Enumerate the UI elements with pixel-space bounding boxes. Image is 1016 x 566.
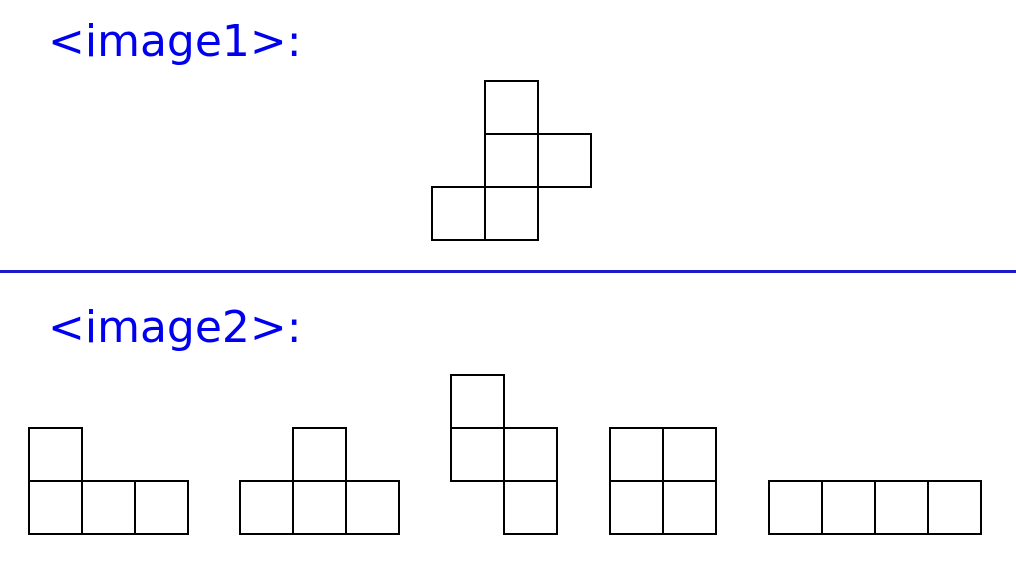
- piece-l-cell: [134, 480, 189, 535]
- piece-square-cell: [609, 427, 664, 482]
- piece-square-cell: [662, 480, 717, 535]
- piece-i-cell: [821, 480, 876, 535]
- piece-s: [450, 374, 558, 535]
- target-shape-cell: [484, 80, 539, 135]
- target-shape-cell: [484, 133, 539, 188]
- target-shape-cell: [431, 186, 486, 241]
- piece-square-cell: [662, 427, 717, 482]
- piece-l-cell: [28, 480, 83, 535]
- section-label-image1: <image1>:: [48, 16, 302, 67]
- piece-t-cell: [239, 480, 294, 535]
- piece-l-cell: [81, 480, 136, 535]
- piece-t: [239, 427, 400, 535]
- piece-i: [768, 480, 982, 535]
- piece-t-cell: [292, 427, 347, 482]
- target-shape-cell: [537, 133, 592, 188]
- piece-square: [609, 427, 717, 535]
- piece-l-cell: [28, 427, 83, 482]
- piece-i-cell: [927, 480, 982, 535]
- piece-t-cell: [292, 480, 347, 535]
- piece-i-cell: [874, 480, 929, 535]
- piece-s-cell: [450, 374, 505, 429]
- target-shape-group: [431, 80, 592, 241]
- piece-i-cell: [768, 480, 823, 535]
- piece-l: [28, 427, 189, 535]
- piece-s-cell: [450, 427, 505, 482]
- piece-square-cell: [609, 480, 664, 535]
- section-label-image2: <image2>:: [48, 302, 302, 353]
- piece-s-cell: [503, 480, 558, 535]
- section-divider: [0, 270, 1016, 273]
- target-shape-cell: [484, 186, 539, 241]
- piece-s-cell: [503, 427, 558, 482]
- piece-t-cell: [345, 480, 400, 535]
- target-shape: [431, 80, 592, 241]
- pieces-group: [28, 374, 982, 535]
